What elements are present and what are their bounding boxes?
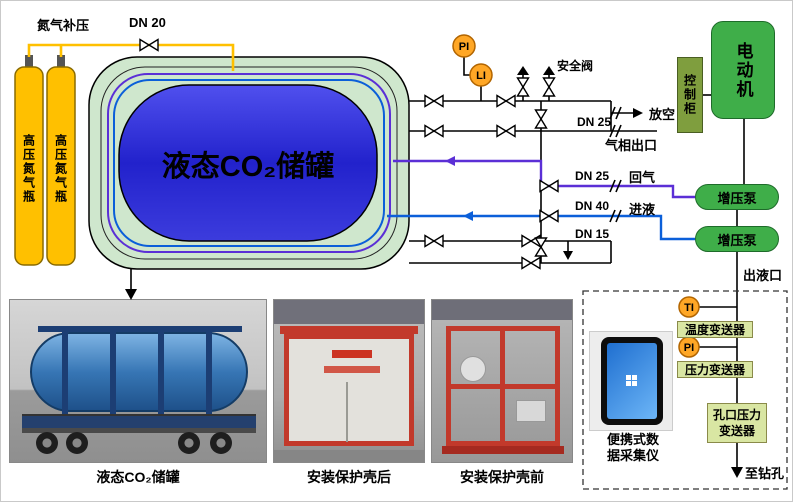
li-indicator-label: LI <box>476 70 486 82</box>
dn40-label: DN 40 <box>575 199 610 213</box>
break-mark <box>609 106 622 120</box>
photo3-base <box>442 446 564 454</box>
photo1-top-rail <box>38 326 242 332</box>
liquid-in-pipe <box>387 214 695 241</box>
drain-arrow <box>563 251 573 260</box>
photo-shell-after <box>273 299 425 463</box>
instrument-tap-lines <box>463 57 482 101</box>
photo2-red-lettering <box>324 366 380 373</box>
n2-supply-label: 氮气补压 <box>37 18 90 33</box>
column-valve-icon <box>534 109 548 129</box>
dn25-return-label: DN 25 <box>575 169 610 183</box>
control-cabinet: 控制柜 <box>677 57 703 133</box>
liquid-in-label: 进液 <box>629 202 656 217</box>
safety-valve-risers <box>522 75 550 101</box>
photo1-frame-bar <box>110 326 116 420</box>
dn15-label: DN 15 <box>575 227 610 241</box>
photo3-frame-post <box>500 326 505 446</box>
dn20-label: DN 20 <box>129 15 166 30</box>
photo3-unit <box>516 400 546 422</box>
gas-return-label: 回气 <box>629 170 656 185</box>
break-mark <box>609 209 622 223</box>
pressure-transmitter-label: 压力变送器 <box>677 361 753 378</box>
nitrogen-pipe <box>27 43 235 71</box>
photo1-frame-bar <box>62 326 68 420</box>
safety-valve-label: 安全阀 <box>557 59 594 73</box>
photo-shell-before <box>431 299 573 463</box>
liquid-in-arrow <box>463 211 473 221</box>
dn20-valve-icon <box>139 38 159 52</box>
photo2-ceiling <box>274 300 424 324</box>
liquid-out-label: 出液口 <box>743 268 783 283</box>
booster-pump-2: 增压泵 <box>695 226 779 252</box>
pi-indicator <box>452 34 476 58</box>
valve-icon <box>496 124 516 138</box>
photo2-ground <box>274 450 424 462</box>
windows-logo-icon <box>632 375 637 380</box>
liquid-in-valve-icon <box>539 209 559 223</box>
gas-outlet-label: 气相出口 <box>605 138 658 153</box>
booster-pump-1: 增压泵 <box>695 184 779 210</box>
vent-arrow <box>633 108 643 118</box>
dn25-gas-label: DN 25 <box>577 115 612 129</box>
cylinder2-valve-stem <box>57 55 65 68</box>
ti-indicator-label: TI <box>684 302 694 314</box>
relief-cap-icon <box>517 66 529 75</box>
photo-before-caption: 安装保护壳前 <box>460 469 544 485</box>
valve-icon <box>424 124 444 138</box>
photo1-trailer-beam <box>22 428 256 433</box>
pi2-indicator <box>678 336 700 358</box>
borehole-arrow <box>731 467 743 478</box>
safety-valve-icon <box>542 77 556 97</box>
temp-transmitter-label: 温度变送器 <box>677 321 753 338</box>
photo-tank-caption: 液态CO₂储罐 <box>96 469 180 485</box>
photo2-roof <box>280 326 418 334</box>
photo2-red-lettering <box>332 350 372 358</box>
photo1-trailer-bed <box>22 414 256 428</box>
photo1-wheel <box>36 432 58 454</box>
windows-logo-icon <box>626 381 631 386</box>
column-valve-icon <box>534 237 548 257</box>
pi-indicator-label: PI <box>459 41 469 53</box>
windows-logo-icon <box>632 381 637 386</box>
gas-return-valve-icon <box>539 179 559 193</box>
to-borehole-label: 至钻孔 <box>745 466 785 481</box>
valve-icon <box>521 256 541 270</box>
cylinder2-label: 高压氮气瓶 <box>53 134 68 204</box>
photo1-wheel <box>178 432 200 454</box>
daq-label: 便携式数据采集仪 <box>606 432 659 463</box>
photo-after-caption: 安装保护壳后 <box>307 469 391 485</box>
pi2-indicator-label: PI <box>684 342 694 354</box>
electric-motor: 电动机 <box>711 21 775 119</box>
cylinder1-valve-stem <box>25 55 33 68</box>
vent-label: 放空 <box>649 107 676 122</box>
photo1-frame-bar <box>158 326 164 420</box>
photo-tank-trailer <box>9 299 267 463</box>
valve-icon <box>496 94 516 108</box>
photo2-door-seam <box>346 382 348 442</box>
gas-return-arrow <box>445 156 455 166</box>
photo3-ceiling <box>432 300 572 320</box>
photo1-wheel <box>66 432 88 454</box>
windows-logo-icon <box>626 375 631 380</box>
safety-valve-icon <box>516 77 530 97</box>
relief-cap-icon <box>543 66 555 75</box>
cylinder1-label: 高压氮气瓶 <box>21 134 36 204</box>
break-mark <box>609 179 622 193</box>
photo3-vessel <box>460 356 486 382</box>
valve-icon <box>424 234 444 248</box>
li-indicator <box>469 63 493 87</box>
tank-title: 液态CO₂储罐 <box>161 151 335 183</box>
orifice-transmitter-label: 孔口压力变送器 <box>707 403 767 443</box>
photo1-frame-bar <box>206 326 212 420</box>
photo1-wheel <box>210 432 232 454</box>
valve-icon <box>521 234 541 248</box>
ti-indicator <box>678 296 700 318</box>
valve-icon <box>424 94 444 108</box>
